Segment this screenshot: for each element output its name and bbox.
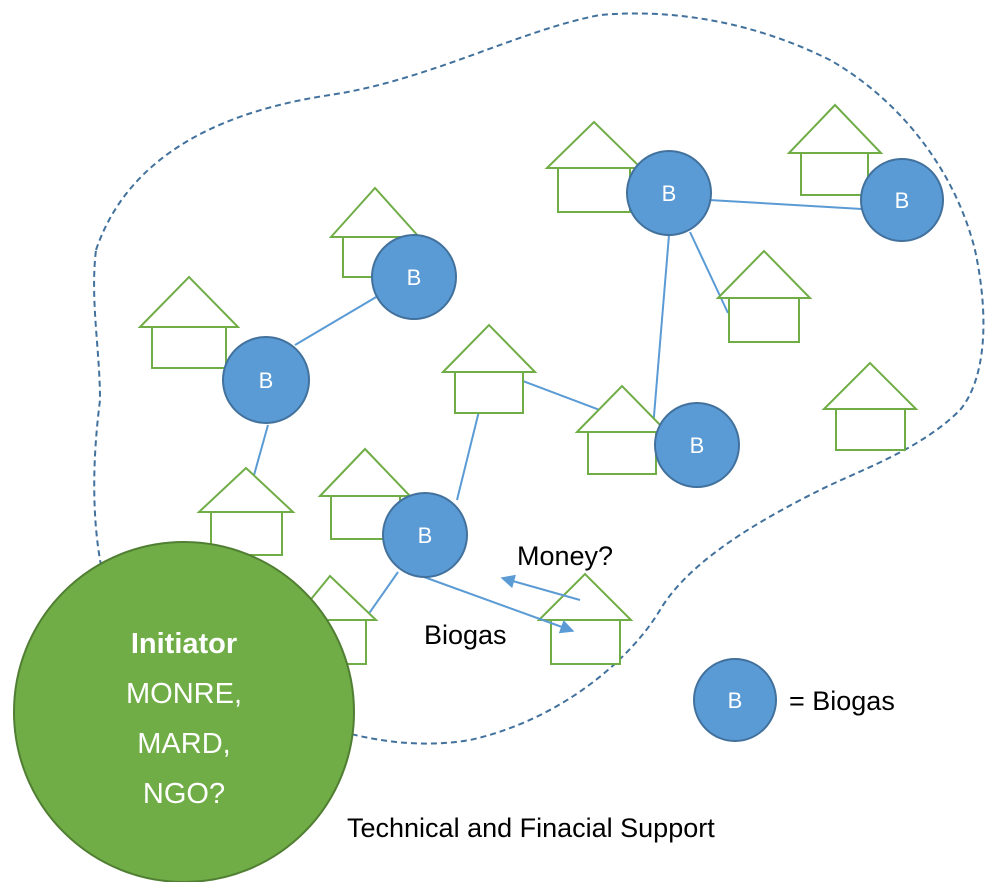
biogas-circle-icon: B (654, 402, 740, 488)
biogas-marker-label: B (690, 433, 705, 458)
connection-line (294, 289, 389, 346)
biogas-marker-label: B (407, 265, 422, 290)
biogas-circle-icon: B (860, 158, 944, 242)
biogas-circle-icon: B (371, 234, 457, 320)
biogas-units: B B B B B B (222, 150, 944, 578)
biogas-marker-label: B (418, 523, 433, 548)
house-outline-icon (536, 572, 634, 665)
biogas-circle-icon: B (626, 150, 712, 236)
biogas-circle-icon: B (382, 492, 468, 578)
initiator-title: Initiator (131, 628, 237, 660)
initiator-line-2: MARD, (137, 728, 230, 760)
biogas-marker-label: B (662, 181, 677, 206)
house-outline-icon (440, 323, 538, 414)
houses (137, 103, 919, 665)
biogas-arrow (423, 576, 575, 634)
connection-line (651, 234, 670, 441)
legend-marker-label: B (728, 688, 743, 713)
connection-line (689, 231, 729, 314)
house-outline-icon (821, 361, 919, 451)
money-label: Money? (517, 541, 613, 571)
biogas-circle-icon: B (222, 336, 310, 424)
legend: B = Biogas (693, 658, 895, 742)
biogas-circle-icon (693, 658, 777, 742)
house-outline-icon (715, 249, 813, 343)
house-outline-icon (544, 120, 644, 213)
biogas-marker-label: B (259, 368, 274, 393)
biogas-marker-label: B (895, 188, 910, 213)
connection-line (456, 402, 482, 501)
legend-label: = Biogas (789, 686, 895, 716)
house-outline-icon (574, 384, 670, 475)
house-outline-icon (196, 466, 296, 556)
support-label: Technical and Finacial Support (347, 813, 715, 843)
biogas-flow-label: Biogas (424, 620, 507, 650)
money-arrow (500, 574, 581, 601)
initiator-line-3: NGO? (143, 778, 225, 810)
initiator-node: Initiator MONRE, MARD, NGO? (13, 541, 355, 882)
house-outline-icon (137, 275, 241, 369)
connection-line (708, 199, 863, 210)
house-outline-icon (786, 103, 884, 196)
initiator-line-1: MONRE, (126, 678, 242, 710)
